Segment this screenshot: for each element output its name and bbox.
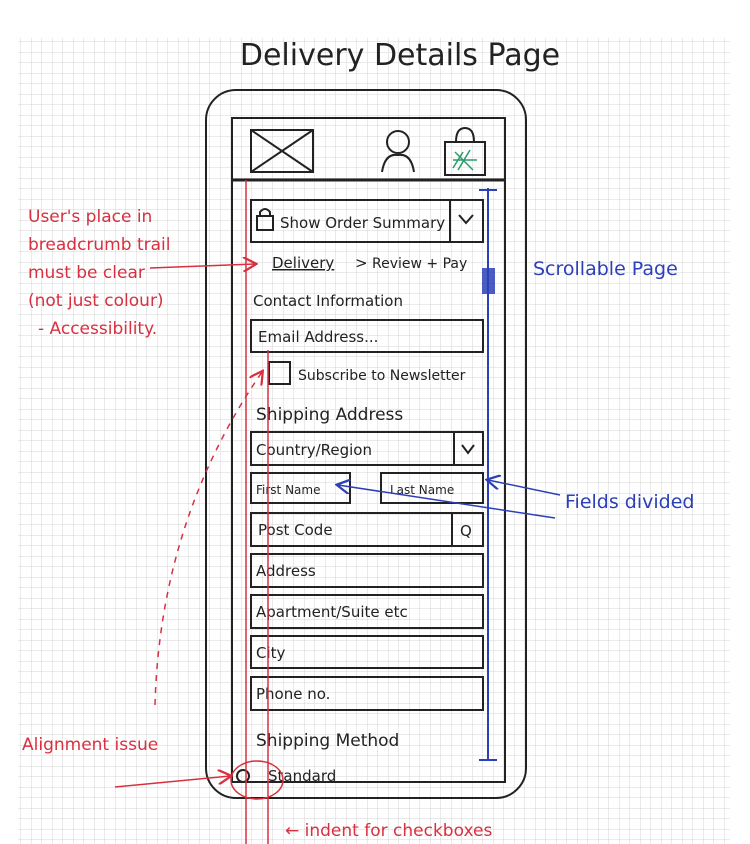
order-summary-label: Show Order Summary: [280, 214, 445, 232]
breadcrumb-next[interactable]: Review + Pay: [372, 256, 467, 272]
scrollable-annotation: Scrollable Page: [533, 258, 678, 280]
indent-annotation: ← indent for checkboxes: [285, 821, 492, 841]
phone-frame: [205, 89, 527, 799]
phone-screen: [231, 117, 506, 783]
fields-divided-arrow: [338, 485, 556, 519]
country-placeholder: Country/Region: [256, 441, 372, 459]
checkbox-pointer-arrow: [154, 372, 262, 706]
svg-text:(not just colour): (not just colour): [28, 291, 164, 311]
phone-field[interactable]: [250, 676, 484, 711]
newsletter-label: Subscribe to Newsletter: [298, 368, 466, 384]
email-field[interactable]: [250, 319, 484, 353]
fields-divided-annotation: Fields divided: [565, 491, 694, 513]
alignment-annotation: Alignment issue: [22, 735, 158, 755]
svg-text:User's place in: User's place in: [28, 207, 152, 227]
standard-label: Standard: [268, 767, 336, 785]
city-field[interactable]: [250, 635, 484, 669]
city-placeholder: City: [256, 644, 286, 662]
breadcrumb-annotation: User's place in breadcrumb trail must be…: [28, 207, 255, 339]
shopping-bag-icon[interactable]: [444, 126, 486, 176]
page-title: Delivery Details Page: [240, 38, 560, 73]
apartment-placeholder: Apartment/Suite etc: [256, 603, 408, 621]
svg-text:- Accessibility.: - Accessibility.: [38, 319, 157, 339]
scrollbar[interactable]: [479, 188, 497, 761]
post-code-placeholder: Post Code: [258, 521, 333, 539]
alignment-arrow: [114, 776, 230, 788]
newsletter-checkbox[interactable]: [268, 361, 291, 385]
last-name-placeholder: Last Name: [390, 483, 454, 497]
standard-radio[interactable]: [236, 769, 250, 783]
post-code-search-button[interactable]: Q: [460, 522, 472, 540]
lock-icon: [256, 208, 274, 231]
post-code-field[interactable]: Post Code Q: [250, 512, 484, 547]
shipping-method-heading: Shipping Method: [256, 731, 399, 751]
user-icon[interactable]: [381, 130, 415, 173]
breadcrumb-separator: >: [355, 254, 368, 272]
shipping-heading: Shipping Address: [256, 405, 403, 425]
svg-text:must be clear: must be clear: [28, 263, 145, 283]
alignment-circle: [230, 760, 284, 800]
contact-heading: Contact Information: [253, 292, 403, 310]
svg-text:breadcrumb trail: breadcrumb trail: [28, 235, 170, 255]
fields-divided-arrow: [488, 480, 561, 496]
scrollbar-thumb[interactable]: [482, 268, 495, 294]
address-placeholder: Address: [256, 562, 316, 580]
phone-placeholder: Phone no.: [256, 685, 330, 703]
image-placeholder-icon[interactable]: [250, 129, 314, 173]
country-select[interactable]: Country/Region: [250, 431, 484, 466]
email-placeholder: Email Address...: [258, 328, 378, 346]
chevron-down-icon: [461, 444, 475, 455]
first-name-placeholder: First Name: [256, 483, 320, 497]
address-field[interactable]: [250, 553, 484, 588]
breadcrumb-current[interactable]: Delivery: [272, 254, 334, 272]
graph-paper: [18, 38, 730, 844]
apartment-field[interactable]: [250, 594, 484, 629]
show-order-summary-button[interactable]: Show Order Summary: [250, 199, 484, 243]
last-name-field[interactable]: [380, 472, 484, 504]
chevron-down-icon: [458, 214, 474, 225]
